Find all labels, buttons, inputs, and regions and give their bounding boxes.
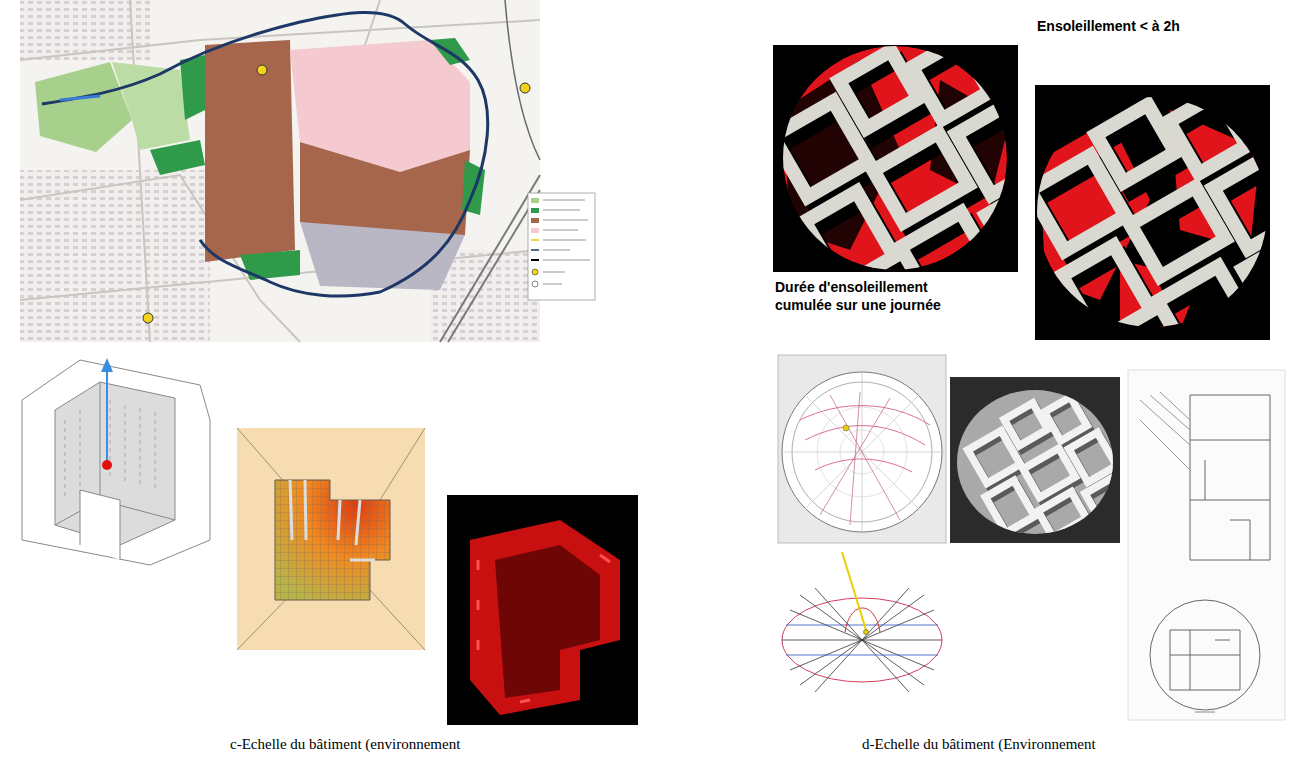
figure-caption: c-Echelle du bâtiment (environnement [230,735,460,754]
scale-model-photo [950,377,1137,565]
sun-chart [778,550,946,720]
map-heading: Durée d'ensoleillement cumulée sur une j… [775,279,975,314]
red-volume-render [447,495,638,725]
courtyard-sketch [22,358,210,565]
sunshine-under-2h-map [1009,67,1298,402]
site-map [20,0,595,342]
map-heading: Ensoleillement < à 2h [1037,18,1180,36]
sunshine-map [752,13,1084,348]
sky-view-projection [237,428,425,650]
map-legend [528,193,595,300]
figure-caption: d-Echelle du bâtiment (Environnement [862,735,1096,754]
sun-path-diagram [778,355,946,543]
section-drawing [1128,370,1285,720]
